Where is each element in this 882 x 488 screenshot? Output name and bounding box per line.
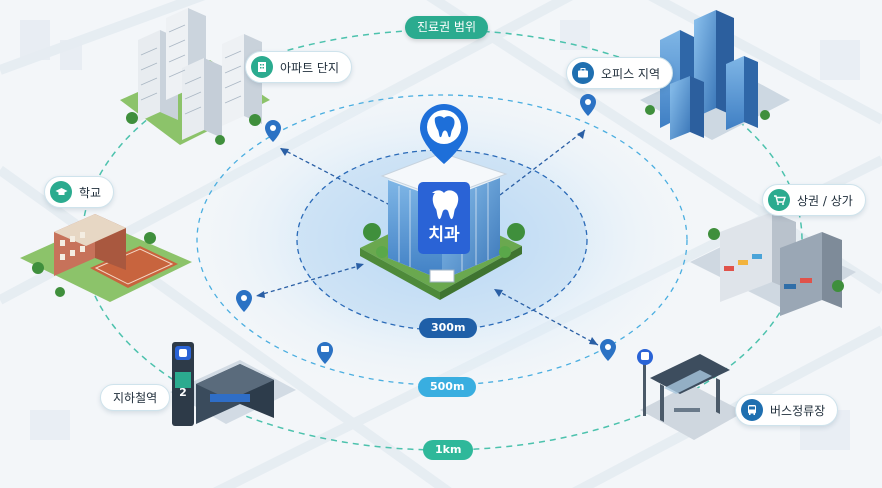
clinic-building — [360, 152, 525, 300]
subway-train-icon — [179, 349, 187, 357]
location-label: 아파트 단지 — [280, 60, 340, 75]
location-label: 지하철역 — [113, 391, 158, 405]
briefcase-icon — [572, 62, 594, 84]
ring-label-1km: 1km — [423, 440, 474, 460]
pin-apartment — [265, 120, 281, 142]
subway-station — [170, 342, 296, 426]
school-building — [20, 214, 192, 302]
pin-subway — [317, 342, 333, 364]
location-commercial[interactable]: 상권 / 상가 — [762, 184, 866, 216]
clinic-label: 치과 — [428, 225, 460, 245]
location-school[interactable]: 학교 — [44, 176, 115, 208]
clinic-pin-tooth-icon — [420, 104, 468, 164]
location-office[interactable]: 오피스 지역 — [566, 57, 674, 89]
shopping-cart-icon — [768, 189, 790, 211]
location-subway[interactable]: 지하철역 — [100, 384, 171, 411]
ring-label-300m: 300m — [419, 318, 478, 338]
subway-line-number: 2 — [179, 386, 187, 399]
location-label: 오피스 지역 — [601, 66, 661, 81]
building-icon — [251, 56, 273, 78]
clinic-sign-tooth-icon — [432, 190, 459, 220]
graduation-cap-icon — [50, 181, 72, 203]
pin-bus — [600, 339, 616, 361]
direction-arrows — [255, 129, 599, 346]
commercial-buildings — [690, 212, 856, 316]
location-label: 버스정류장 — [770, 403, 826, 418]
location-label: 상권 / 상가 — [797, 193, 853, 208]
bus-shelter — [637, 349, 744, 440]
location-apartment[interactable]: 아파트 단지 — [245, 51, 353, 83]
location-bus[interactable]: 버스정류장 — [735, 394, 839, 426]
coverage-title: 진료권 범위 — [405, 16, 489, 39]
ring-label-500m: 500m — [418, 377, 477, 397]
bus-icon — [741, 399, 763, 421]
pin-school — [236, 290, 252, 312]
apartment-buildings — [120, 8, 270, 145]
pin-office — [580, 94, 596, 116]
location-label: 학교 — [79, 185, 102, 200]
bus-sign-post — [643, 360, 646, 416]
